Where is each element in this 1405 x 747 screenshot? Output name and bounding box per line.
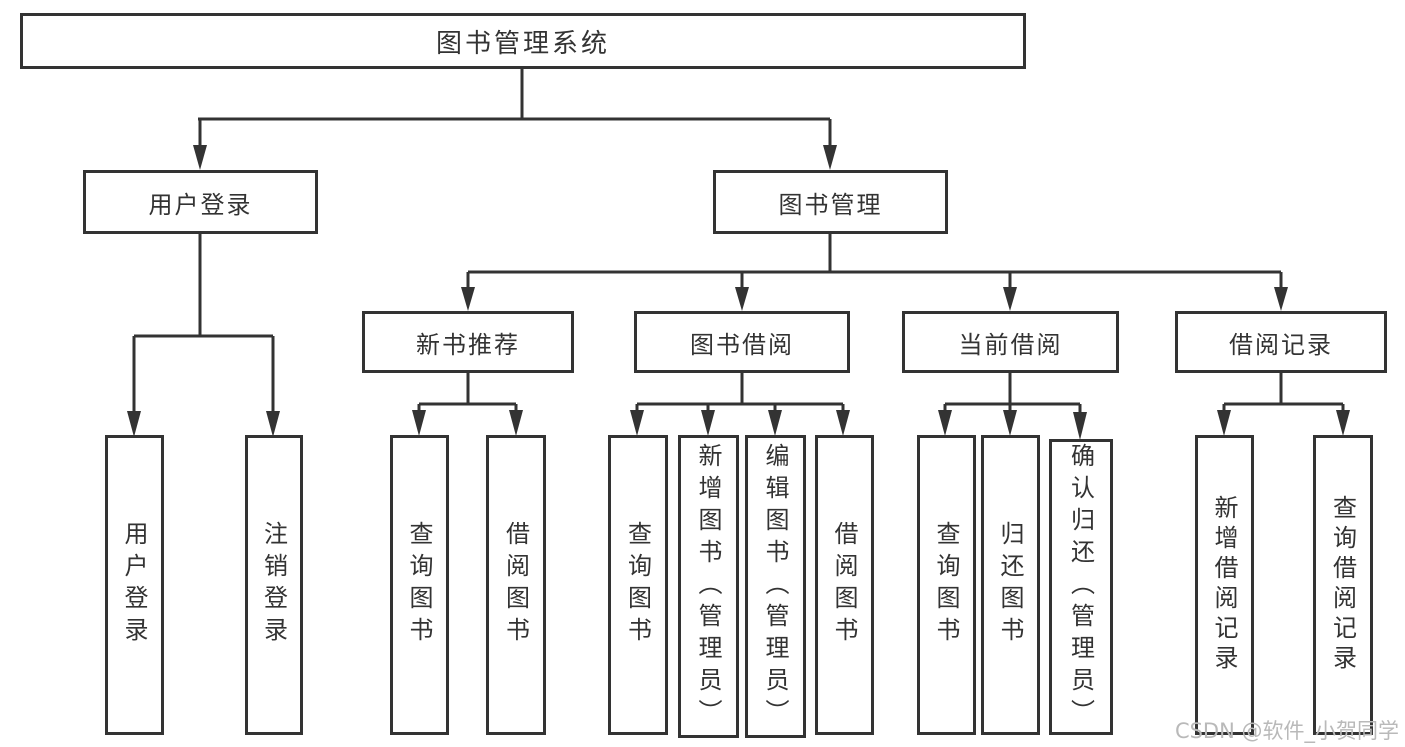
leaf-query-borrow-record: 查询借阅记录: [1313, 435, 1373, 735]
leaf-return-books: 归还图书: [981, 435, 1040, 735]
leaf-borrow-books-borrowing: 借阅图书: [815, 435, 874, 735]
leaf-logout-login: 注销登录: [245, 435, 303, 735]
leaf-confirm-return-admin: 确认归还（管理员）: [1049, 439, 1113, 735]
leaf-borrow-books-recommend: 借阅图书: [486, 435, 546, 735]
leaf-add-borrow-record: 新增借阅记录: [1195, 435, 1254, 735]
node-new-book-recommend: 新书推荐: [362, 311, 574, 373]
node-current-borrowing: 当前借阅: [902, 311, 1119, 373]
leaf-query-books-recommend: 查询图书: [390, 435, 449, 735]
leaf-edit-books-admin: 编辑图书（管理员）: [745, 435, 806, 738]
node-library-management-system: 图书管理系统: [20, 13, 1026, 69]
node-book-borrowing: 图书借阅: [634, 311, 850, 373]
leaf-query-books-current: 查询图书: [917, 435, 976, 735]
leaf-user-login: 用户登录: [105, 435, 164, 735]
leaf-query-books-borrowing: 查询图书: [608, 435, 668, 735]
leaf-add-books-admin: 新增图书（管理员）: [678, 435, 739, 738]
node-user-login: 用户登录: [83, 170, 318, 234]
watermark: CSDN @软件_小贺同学: [1174, 719, 1399, 743]
node-borrow-records: 借阅记录: [1175, 311, 1387, 373]
node-book-management: 图书管理: [713, 170, 948, 234]
